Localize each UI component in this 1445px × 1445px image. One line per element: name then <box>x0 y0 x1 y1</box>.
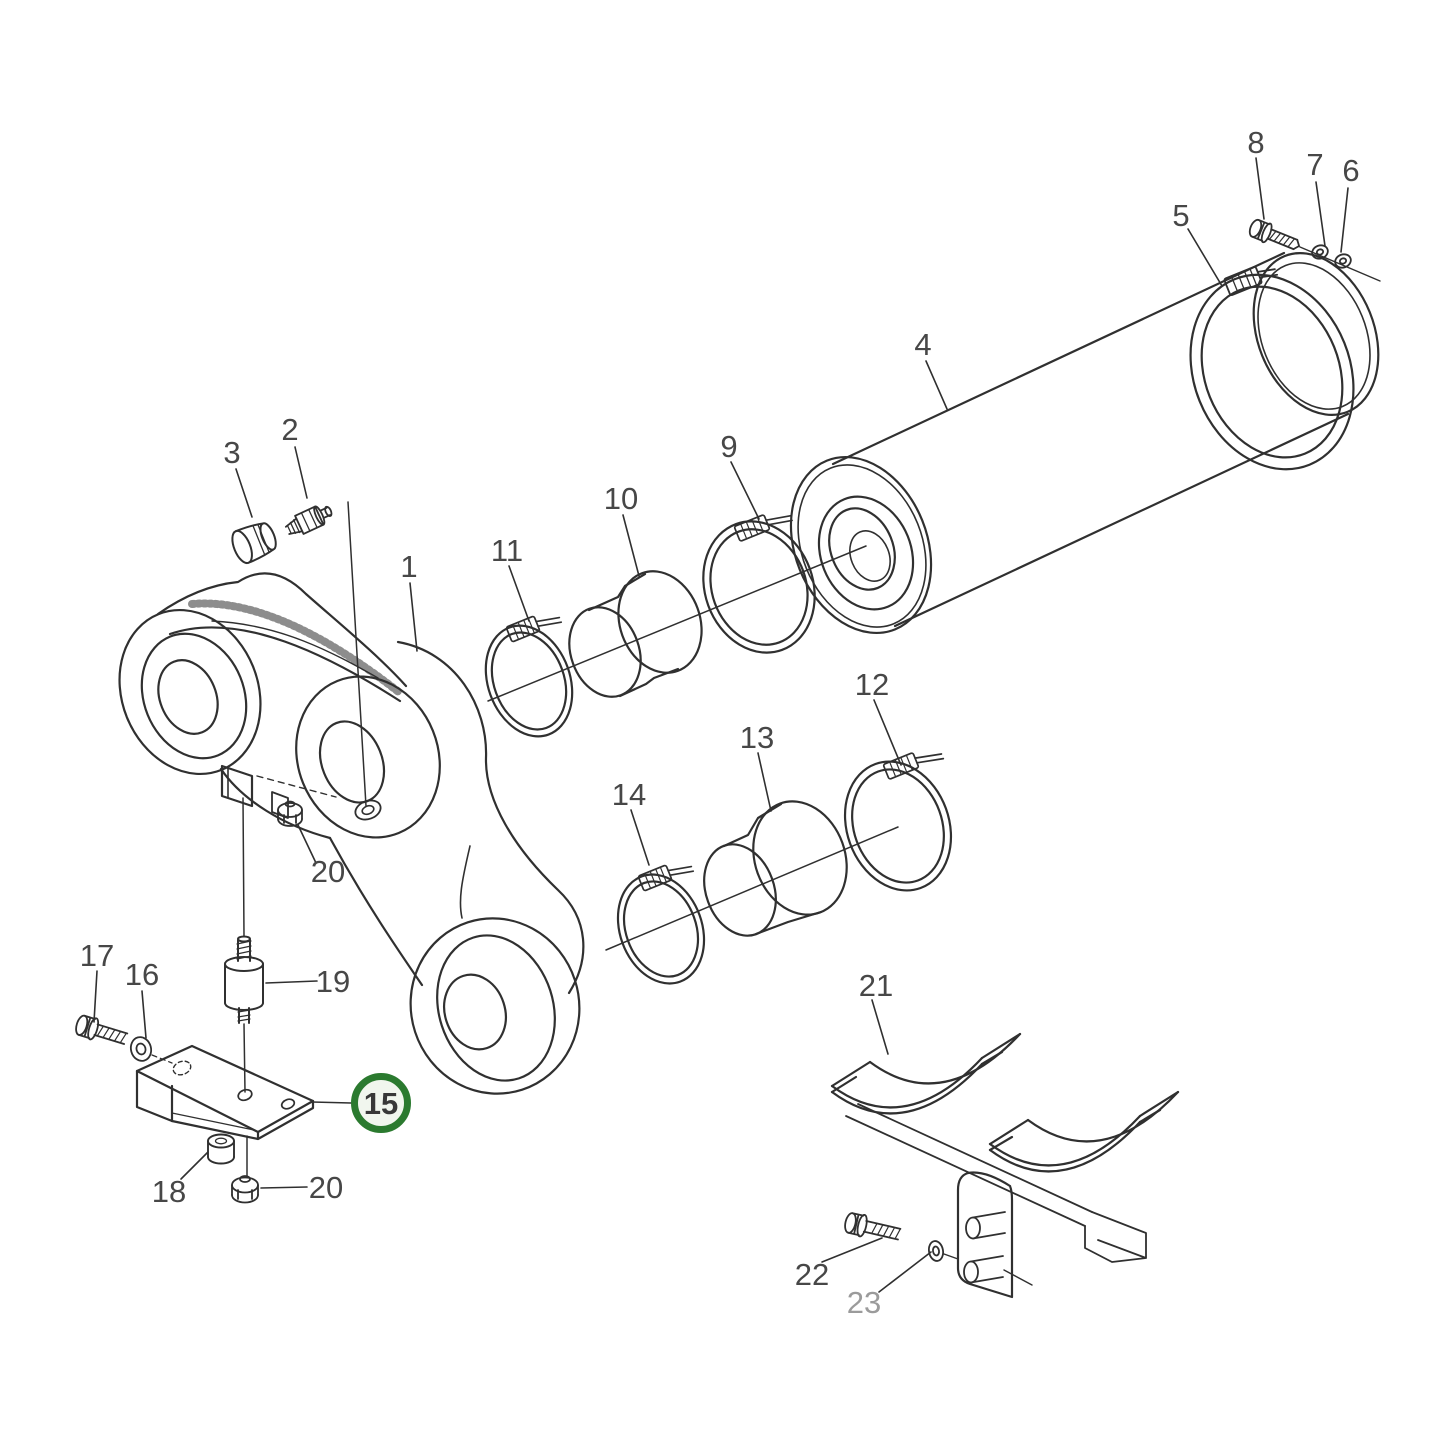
part-14-clamp <box>616 864 706 985</box>
part-label-21: 21 <box>859 968 893 1003</box>
part-19-rubber-mount <box>224 935 264 1177</box>
part-label-3: 3 <box>223 435 240 470</box>
part-18-spacer <box>207 1133 235 1165</box>
part-20-nut-lower <box>231 1175 259 1204</box>
part-21-saddle-support <box>830 1032 1180 1299</box>
part-label-4: 4 <box>914 327 931 362</box>
part-label-23: 23 <box>847 1285 881 1320</box>
part-9-clamp <box>702 514 816 654</box>
part-label-17: 17 <box>80 938 114 973</box>
part-label-5: 5 <box>1172 198 1189 233</box>
part-10-hose <box>568 570 703 698</box>
part-15-callout[interactable]: 15 <box>351 1073 411 1133</box>
part-20-nut-upper <box>277 800 303 827</box>
part-label-22: 22 <box>795 1257 829 1292</box>
part-11-clamp <box>484 615 574 738</box>
part-2-fitting <box>284 505 333 535</box>
part-label-13: 13 <box>740 720 774 755</box>
part-15-bracket <box>135 1044 315 1141</box>
part-4-filter-cylinder <box>789 251 1380 635</box>
axis-line-row2 <box>605 826 899 951</box>
part-13-hose <box>703 800 848 937</box>
part-label-12: 12 <box>855 667 889 702</box>
leader-lines <box>93 157 1349 1293</box>
part-label-16: 16 <box>125 957 159 992</box>
part-15-callout-ring <box>351 1073 411 1133</box>
part-label-10: 10 <box>604 481 638 516</box>
part-label-14: 14 <box>612 777 646 812</box>
part-label-20-lower: 20 <box>309 1170 343 1205</box>
part-label-6: 6 <box>1342 153 1359 188</box>
part-label-18: 18 <box>152 1174 186 1209</box>
part-label-19: 19 <box>316 964 350 999</box>
part-label-7: 7 <box>1306 147 1323 182</box>
part-3-plug <box>231 522 277 565</box>
part-label-2: 2 <box>281 412 298 447</box>
part-6-retainer <box>1299 246 1381 282</box>
part-label-1: 1 <box>400 549 417 584</box>
part-label-20-upper: 20 <box>311 854 345 889</box>
part-label-8: 8 <box>1247 125 1264 160</box>
diagram-line-art <box>75 218 1381 1299</box>
part-15-callout-number[interactable]: 15 <box>364 1086 398 1121</box>
part-17-bolt <box>75 1014 129 1045</box>
part-labels: 1 2 3 4 5 6 7 8 9 10 11 12 13 14 16 17 1… <box>80 125 1360 1320</box>
part-label-11: 11 <box>491 533 523 568</box>
part-8-bolt <box>1248 218 1300 251</box>
part-7-retainer <box>1311 244 1329 260</box>
part-label-9: 9 <box>720 429 737 464</box>
part-23-washer <box>927 1240 959 1262</box>
part-1-intake-housing <box>118 501 585 1095</box>
part-5-clamp <box>1189 265 1355 471</box>
part-22-bolt <box>844 1212 902 1241</box>
